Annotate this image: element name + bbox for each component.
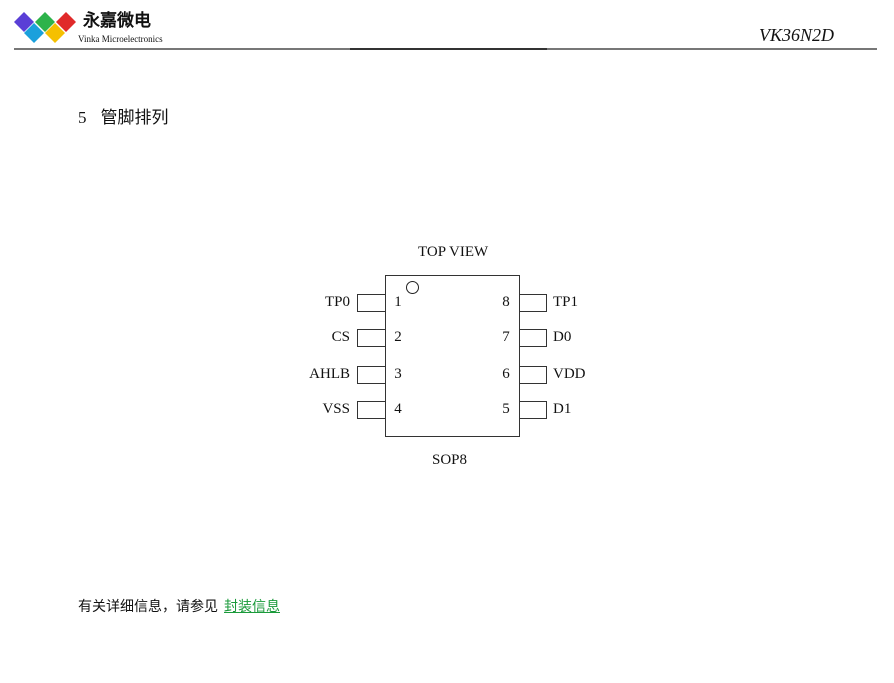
pin-lead (357, 329, 385, 347)
pin-lead (357, 366, 385, 384)
pin-lead (357, 294, 385, 312)
pin1-marker (406, 281, 419, 294)
pin-name: AHLB (309, 366, 350, 382)
pin-lead (519, 329, 547, 347)
section-heading: 5 管脚排列 (78, 108, 183, 128)
logo-icon (14, 12, 76, 43)
footer-note: 有关详细信息，请参见封装信息 (78, 598, 280, 616)
pin-number: 8 (502, 294, 510, 310)
pin-lead (519, 366, 547, 384)
section-number: 5 (78, 108, 87, 127)
pin-lead (519, 401, 547, 419)
pin-name: D1 (553, 401, 572, 417)
pin-number: 1 (394, 294, 402, 310)
pin-number: 5 (502, 401, 510, 417)
pin-lead (357, 401, 385, 419)
pin-name: VSS (322, 401, 350, 417)
pin-name: VDD (553, 366, 586, 382)
pin-number: 4 (394, 401, 402, 417)
pin-name: TP1 (553, 294, 579, 310)
package-label: SOP8 (432, 452, 468, 468)
logo-text-en: Vinka Microelectronics (78, 34, 163, 44)
pin-number: 2 (394, 329, 402, 345)
pin-number: 6 (502, 366, 510, 382)
document-id: VK36N2D (758, 25, 834, 45)
pin-name: TP0 (324, 294, 350, 310)
package-info-link[interactable]: 封装信息 (224, 599, 280, 615)
logo-text-cn: 永嘉微电 (83, 11, 151, 31)
pin-name: CS (331, 329, 350, 345)
chip-body (385, 275, 520, 437)
section-title: 管脚排列 (100, 108, 169, 127)
pin-number: 3 (394, 366, 402, 382)
pin-name: D0 (553, 329, 572, 345)
header-divider-accent (350, 48, 547, 50)
footer-text: 有关详细信息，请参见 (78, 599, 218, 615)
pin-number: 7 (502, 329, 510, 345)
pin-lead (519, 294, 547, 312)
top-view-label: TOP VIEW (418, 244, 489, 260)
